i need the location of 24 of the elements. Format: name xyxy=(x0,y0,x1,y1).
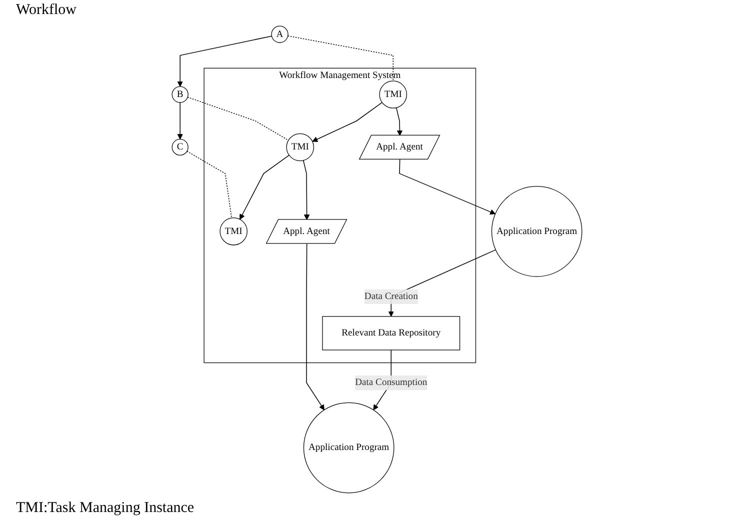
note-text: TMI:Task Managing Instance xyxy=(16,500,194,517)
node-circle: B xyxy=(172,86,189,103)
connector xyxy=(187,150,233,218)
edge-label: Data Consumption xyxy=(356,377,428,388)
node-box: Relevant Data Repository xyxy=(322,316,461,350)
note-text: Workflow xyxy=(16,2,76,19)
node-circle: TMI xyxy=(380,80,408,108)
arrow xyxy=(178,36,273,87)
node-circle: TMI xyxy=(220,218,248,246)
node-circle: TMI xyxy=(286,133,314,162)
arrow xyxy=(396,107,404,136)
arrow xyxy=(312,102,383,142)
connector xyxy=(288,36,394,82)
arrow xyxy=(240,154,290,220)
node-circle: A xyxy=(272,26,289,43)
node-circle: Application Program xyxy=(304,402,395,494)
node-circle: Application Program xyxy=(492,186,583,277)
arrow xyxy=(400,159,496,215)
arrow xyxy=(178,102,184,140)
edge-label: Data Creation xyxy=(364,291,418,302)
node-circle: C xyxy=(172,138,189,156)
connector xyxy=(188,96,290,141)
arrow xyxy=(303,160,310,220)
arrow xyxy=(306,243,325,410)
